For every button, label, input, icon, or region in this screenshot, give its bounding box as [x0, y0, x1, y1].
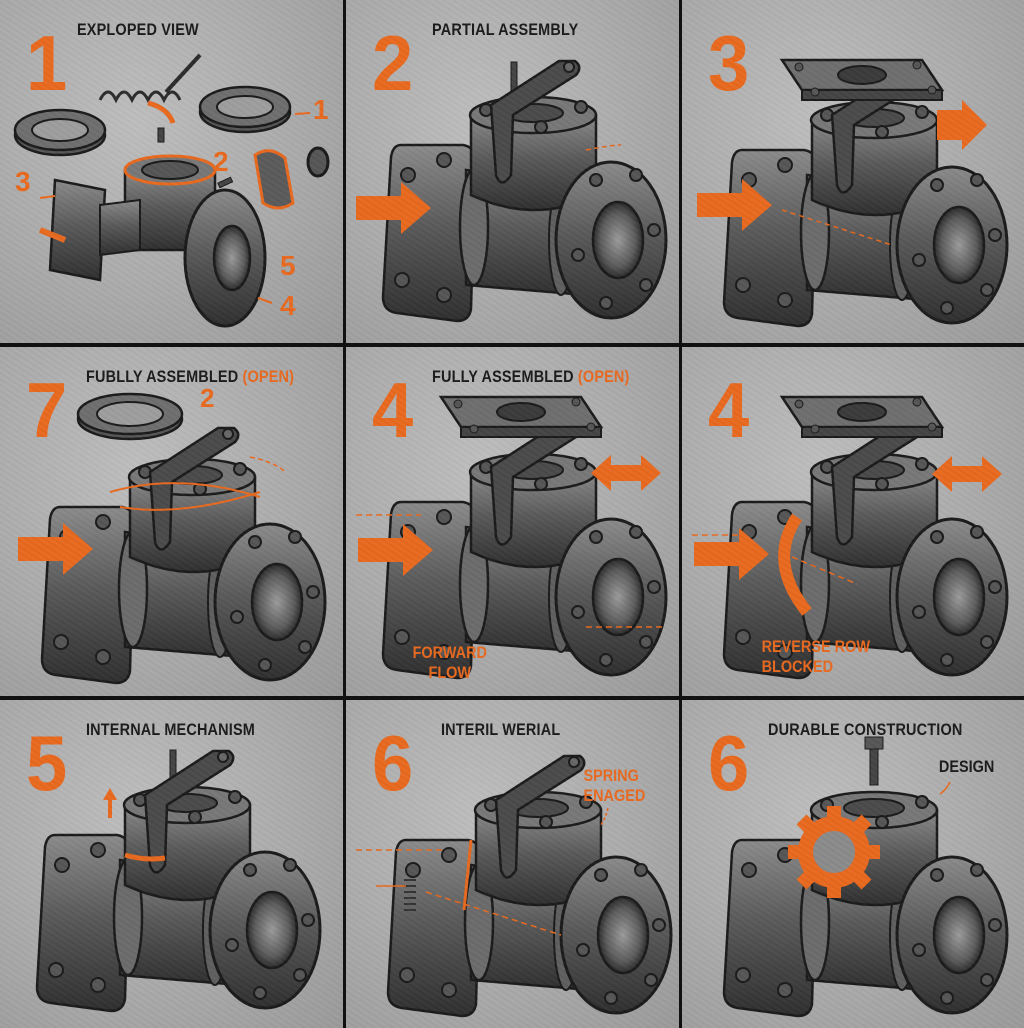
valve-illustration	[356, 395, 668, 680]
panel-durable-construction: 6 DURABLE CONSTRUCTION DESIGN	[682, 700, 1024, 1028]
callout-2: 2	[200, 383, 215, 413]
panel-internal-mechanism: 5 INTERNAL MECHANISM	[0, 700, 343, 1028]
step-number: 2	[372, 19, 414, 107]
callout-4: 4	[280, 290, 296, 321]
step-number: 3	[708, 19, 750, 107]
pin-icon	[217, 176, 234, 189]
valve-illustration	[356, 59, 668, 323]
step-number: 7	[26, 366, 68, 454]
valve-illustration	[697, 58, 1009, 328]
callout-1: 1	[313, 94, 329, 125]
panel-title: INTERIL WERIAL	[441, 720, 561, 739]
panel-title: INTERNAL MECHANISM	[86, 720, 255, 739]
leader-line	[39, 195, 56, 199]
exploded-valve-illustration	[13, 53, 330, 328]
double-arrow-icon	[932, 456, 1002, 492]
flange-ring-icon	[76, 392, 184, 441]
disc-icon	[253, 149, 295, 210]
flange-ring-left-icon	[13, 108, 107, 157]
seal-icon	[306, 146, 330, 178]
panel-title: FULLY ASSEMBLED (OPEN)	[432, 367, 630, 386]
pin-icon	[157, 127, 165, 143]
flange-ring-right-icon	[198, 85, 292, 134]
panel-title: EXPLOPED VIEW	[77, 20, 199, 39]
curved-arrow-icon	[147, 100, 176, 124]
arrow-icon	[38, 227, 67, 243]
step-number: 6	[708, 719, 750, 807]
panel-exploded-view: 1 EXPLOPED VIEW	[0, 0, 343, 343]
panel-step-3: 3	[682, 0, 1024, 343]
valve-illustration	[722, 736, 1009, 1018]
callout-3: 3	[15, 166, 31, 197]
step-number: 1	[26, 19, 68, 107]
panel-fully-assembled-7: 7 FUBLLY ASSEMBLED (OPEN) 2	[0, 347, 343, 696]
gear-icon	[788, 806, 880, 898]
valve-illustration	[692, 395, 1009, 680]
valve-illustration	[356, 754, 673, 1018]
double-arrow-icon	[591, 455, 661, 491]
spring-icon	[98, 53, 202, 104]
arrow-right-icon	[937, 100, 987, 150]
panel-title: FUBLLY ASSEMBLED (OPEN)	[86, 367, 295, 386]
stem-icon	[869, 744, 879, 786]
step-number: 6	[372, 719, 414, 807]
blocked-disc-icon	[778, 513, 812, 616]
step-number: 4	[708, 366, 750, 454]
step-number: 4	[372, 366, 414, 454]
callout-5: 5	[280, 250, 296, 281]
panel-partial-assembly: 2 PARTIAL ASSEMBLY	[346, 0, 679, 343]
panel-title: PARTIAL ASSEMBLY	[432, 20, 579, 39]
valve-illustration	[18, 392, 327, 685]
design-label: DESIGN	[938, 757, 995, 776]
arrow-up-icon	[103, 788, 117, 818]
step-number: 5	[26, 719, 68, 807]
curved-arrow-icon	[124, 852, 166, 862]
valve-illustration	[35, 749, 322, 1013]
panel-title: DURABLE CONSTRUCTION	[768, 720, 963, 739]
callout-2: 2	[213, 146, 229, 177]
